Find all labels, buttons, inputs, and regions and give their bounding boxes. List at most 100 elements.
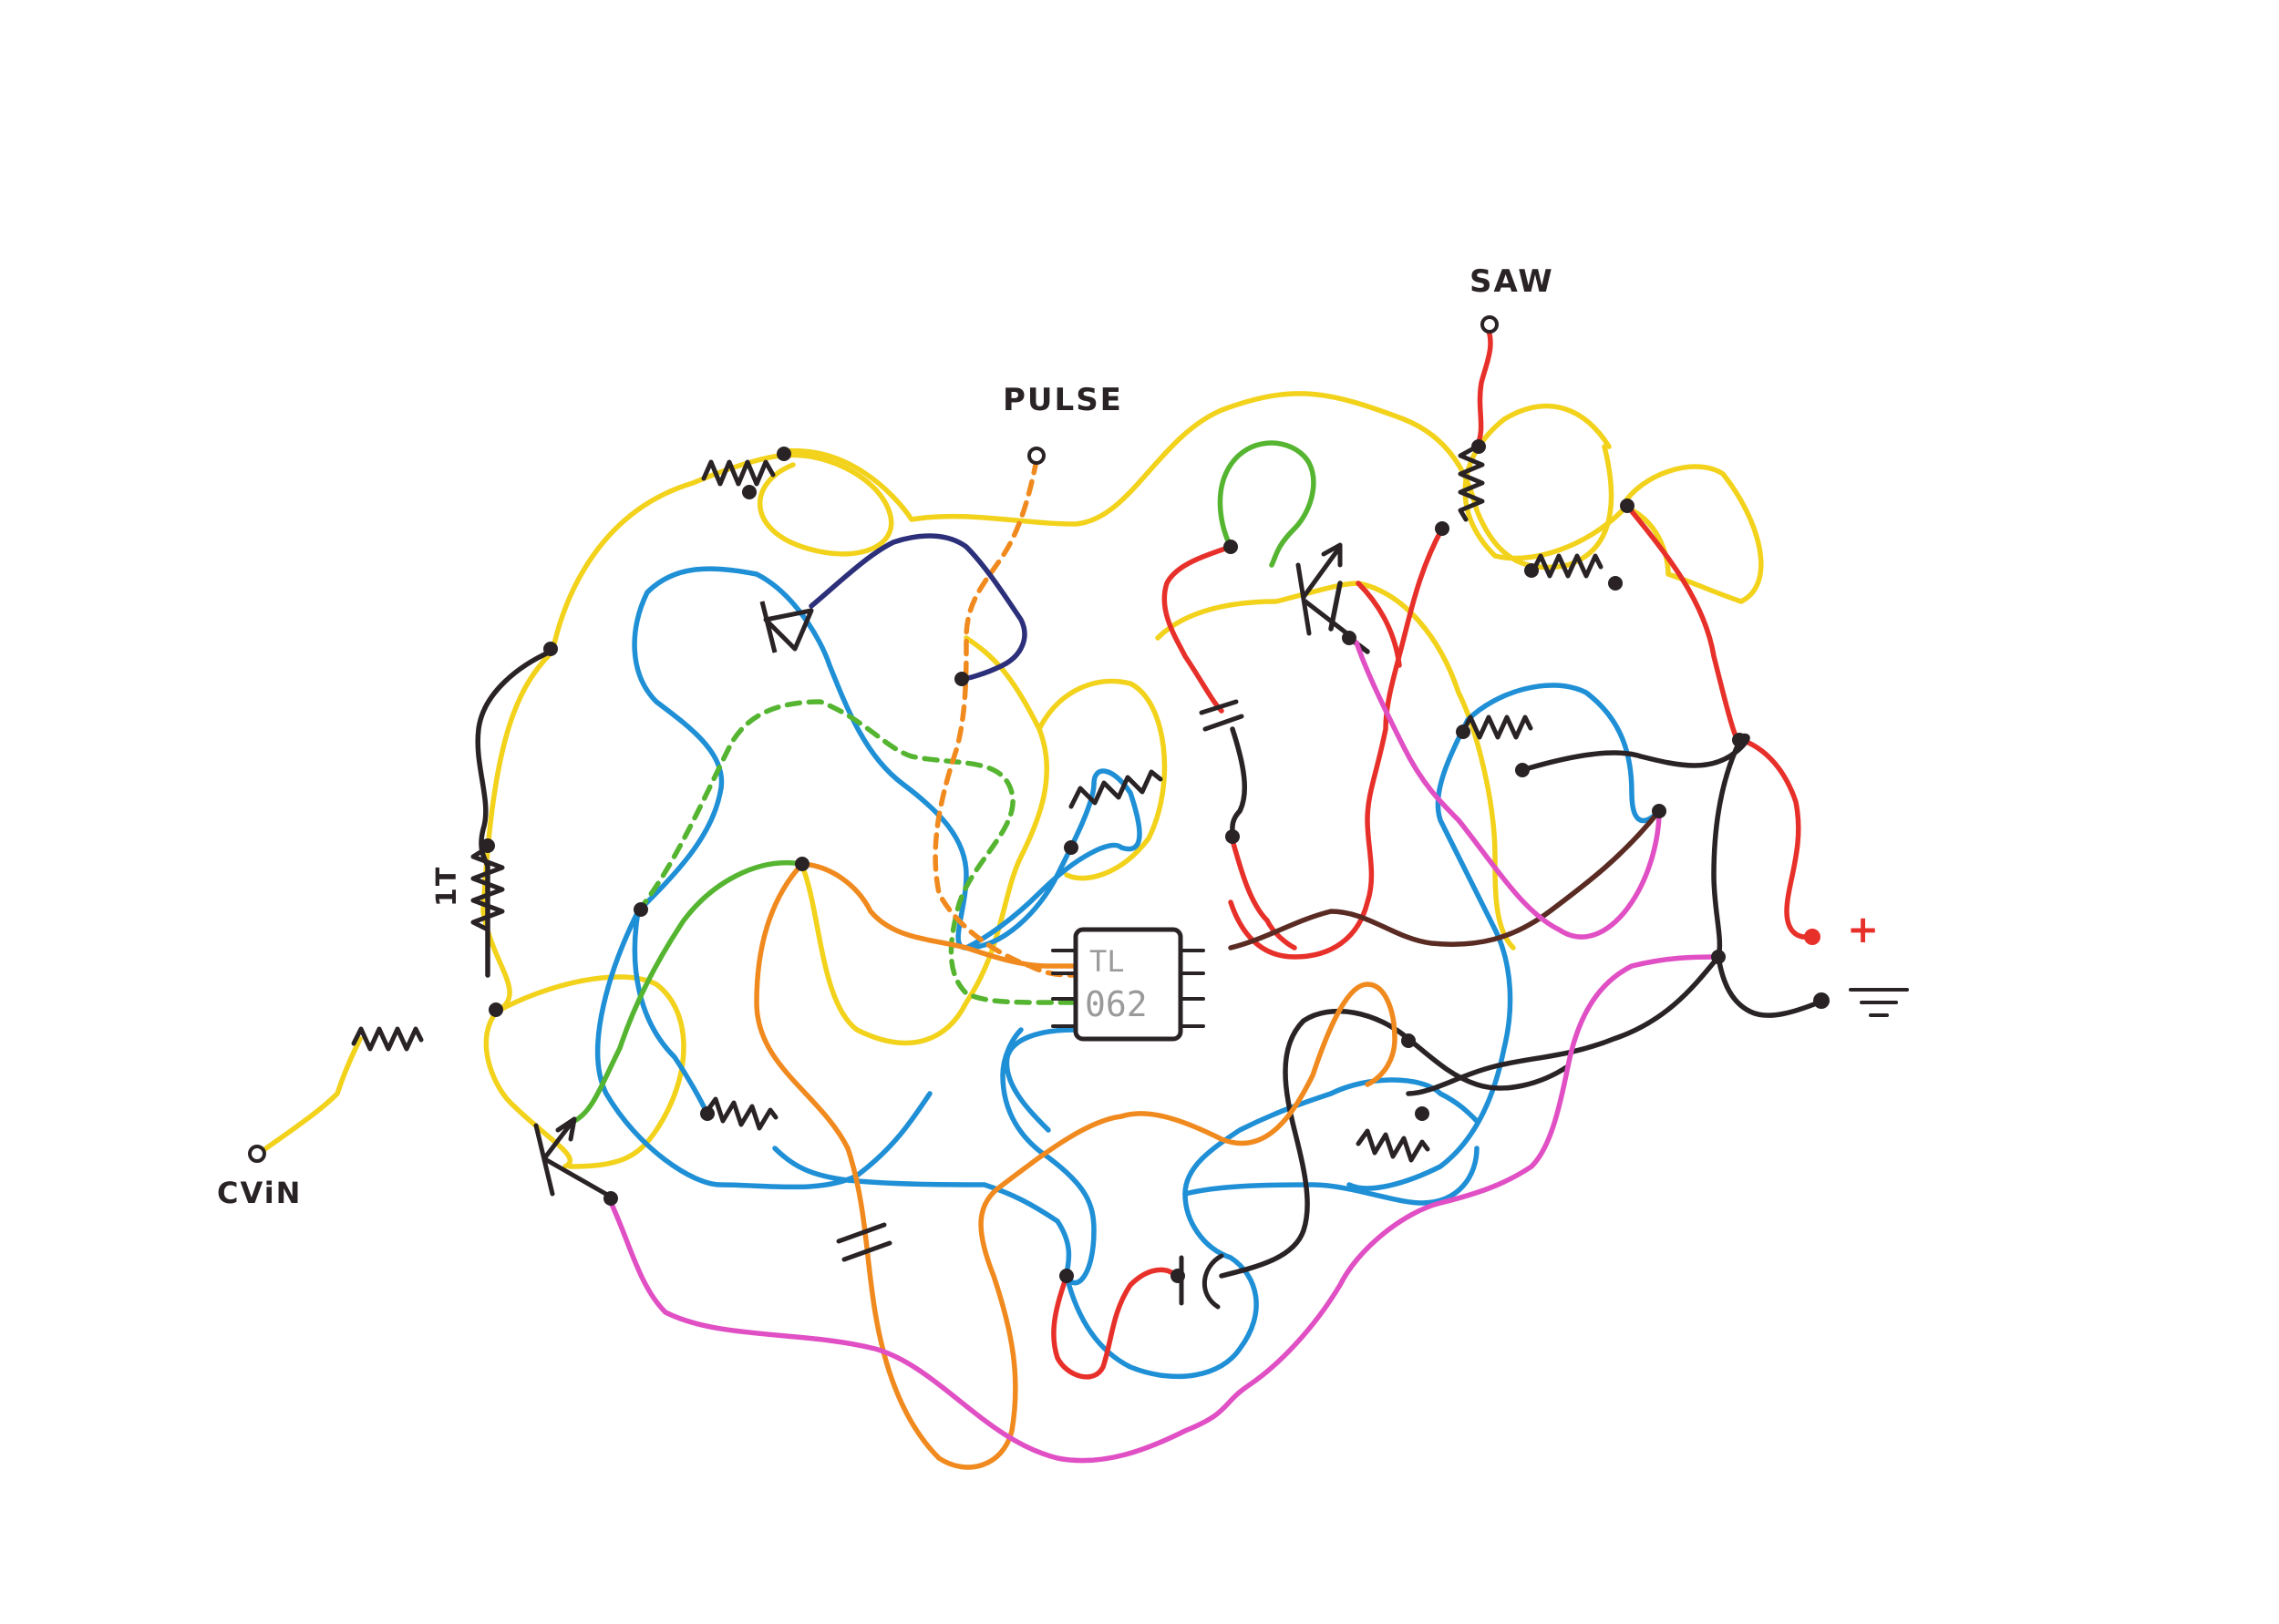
wire-red-left [1161, 544, 1233, 714]
wire-yellow-right-loop [1620, 464, 1764, 604]
resistor-right-mid [1460, 714, 1533, 740]
junction-dot [777, 447, 791, 461]
junction-dot [1456, 725, 1470, 739]
terminal-plus-dot [1804, 929, 1820, 945]
wire-red-bottom [1051, 1267, 1179, 1380]
junction-dot [1342, 631, 1356, 645]
junction-dot [1170, 1269, 1185, 1283]
junction-dot [1608, 576, 1623, 591]
label-trimmer: 1T [431, 866, 463, 907]
wire-blue-bottom-right [1182, 1146, 1480, 1206]
label-cv-in: CViN [217, 1176, 302, 1210]
wire-red-right [1624, 503, 1812, 940]
wire-blue-bottom-loop [1064, 1091, 1334, 1380]
junction-dot [742, 485, 757, 499]
junction-dots [480, 439, 1747, 1283]
junction-dot [1471, 439, 1486, 454]
resistor-right-top [1531, 553, 1604, 579]
junction-dot [1711, 950, 1726, 964]
wire-yellow-top [783, 391, 1614, 570]
wire-blue-lower [1000, 1027, 1097, 1286]
wire-black-right-net [1520, 733, 1750, 773]
junction-dot [543, 642, 558, 656]
terminal-saw [1480, 315, 1499, 334]
transistor-right [1295, 542, 1356, 641]
wire-navy-diode [809, 533, 1027, 682]
wire-black-gnd [1716, 954, 1821, 1018]
resistor-top-left [701, 459, 776, 487]
diode-top-left [759, 601, 814, 653]
wire-green-top [1217, 440, 1316, 568]
wire-magenta-bottom [606, 954, 1721, 1464]
ic-chip-tl062: TL 062 [1051, 927, 1205, 1042]
label-saw: SAW [1469, 263, 1554, 300]
wire-yellow-mid [494, 974, 686, 1169]
wire-green-dashed [635, 699, 1077, 1005]
junction-dot [1435, 521, 1449, 536]
junction-dot [1225, 829, 1240, 844]
junction-dot [1223, 540, 1238, 554]
junction-dot [700, 1106, 715, 1121]
terminal-cv-in [248, 1145, 266, 1163]
junction-dot [1652, 804, 1666, 818]
wire-red-mid [1356, 581, 1402, 668]
wire-yellow-center [799, 635, 1050, 1046]
resistor-left-vertical [470, 845, 505, 932]
junction-dot [603, 1191, 618, 1206]
capacitor-top-center [1199, 699, 1244, 732]
wire-blue-res [632, 909, 709, 1115]
wire-black-lower2 [1406, 1036, 1571, 1091]
chip-label-line2: 062 [1085, 984, 1148, 1024]
capacitor-bottom-left [836, 1222, 892, 1262]
wire-blue-top-loop [632, 566, 1097, 951]
junction-dot [1620, 499, 1634, 513]
junction-dot [1064, 840, 1078, 855]
junction-dot [795, 857, 810, 871]
junction-dot [480, 838, 495, 853]
resistor-saw [1458, 444, 1485, 522]
wire-yellow-far-right [1155, 581, 1516, 951]
wire-yellow-left-down [480, 649, 572, 1169]
chip-label-line1: TL [1089, 944, 1125, 979]
wire-red-saw-down [1228, 526, 1445, 960]
junction-dot [1524, 563, 1539, 578]
wire-red-top [1474, 325, 1493, 449]
wire-black-right-loop [1406, 735, 1744, 1096]
wire-yellow-cv [257, 1036, 363, 1156]
wire-blue-center [964, 768, 1142, 951]
resistor-cv [351, 1026, 424, 1052]
wire-blue-right-loop [1328, 1077, 1480, 1124]
junction-dot [954, 672, 969, 686]
terminal-ground-dot [1813, 992, 1830, 1009]
wire-red-cap [1228, 831, 1297, 951]
wire-yellow-outer [550, 452, 894, 654]
junction-dot [1401, 1033, 1416, 1048]
label-plus: + [1847, 907, 1881, 951]
wire-blue-left-loop [594, 909, 933, 1190]
wire-green-left [572, 860, 805, 1124]
junction-dot [634, 902, 648, 917]
wire-yellow-right [1462, 403, 1625, 561]
wire-blue-res2 [772, 1146, 1072, 1279]
junction-dot [1732, 733, 1747, 747]
junction-dot [1415, 1106, 1429, 1121]
resistor-lower-right [1356, 1128, 1430, 1163]
junction-dot [489, 1002, 503, 1017]
wire-yellow-center2 [1036, 678, 1168, 881]
junction-dot [1515, 763, 1530, 777]
wire-orange-top [799, 861, 1077, 969]
wire-orange-left-loop [754, 861, 1124, 1470]
ground-symbol [1849, 988, 1909, 1017]
transistor-left [533, 1116, 612, 1198]
resistor-center [1068, 769, 1163, 809]
terminal-pulse [1027, 447, 1046, 465]
wire-black-lower [1219, 1008, 1411, 1279]
wire-blue-ic [1004, 1027, 1077, 1133]
wire-magenta-right [1354, 640, 1662, 940]
wire-orange-right [1119, 982, 1397, 1146]
capacitor-polarized-bottom [1179, 1253, 1224, 1310]
resistor-mid-left [704, 1096, 779, 1131]
wire-blue-right-outer [1465, 683, 1662, 824]
